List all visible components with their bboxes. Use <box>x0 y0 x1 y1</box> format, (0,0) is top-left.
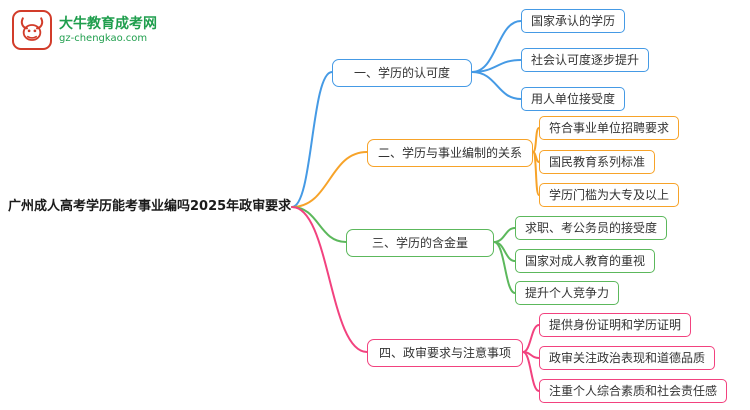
leaf-node-1-2: 社会认可度逐步提升 <box>521 48 650 72</box>
root-topic: 广州成人高考学历能考事业编吗2025年政审要求 <box>8 199 292 214</box>
branch-node-review: 四、政审要求与注意事项 <box>367 339 523 367</box>
logo-text: 大牛教育成考网 gz-chengkao.com <box>59 15 157 45</box>
connector-b3-leaf-3 <box>493 241 516 294</box>
leaf-node-3-2: 国家对成人教育的重视 <box>515 249 656 273</box>
connector-root-branch-2 <box>291 151 368 208</box>
leaf-node-2-2: 国民教育系列标准 <box>539 150 656 174</box>
logo: 大牛教育成考网 gz-chengkao.com <box>12 10 157 50</box>
leaf-node-4-2: 政审关注政治表现和道德品质 <box>539 346 716 370</box>
logo-title: 大牛教育成考网 <box>59 16 157 32</box>
branch-node-relation: 二、学历与事业编制的关系 <box>367 139 533 167</box>
connector-b1-leaf-2 <box>471 59 522 73</box>
connector-b4-leaf-3 <box>522 351 540 392</box>
connector-b4-leaf-1 <box>522 324 540 353</box>
connector-root-branch-1 <box>291 71 333 208</box>
logo-subtitle: gz-chengkao.com <box>59 33 148 44</box>
leaf-node-1-1: 国家承认的学历 <box>521 9 626 33</box>
connector-root-branch-3 <box>291 206 347 243</box>
leaf-node-3-3: 提升个人竞争力 <box>515 281 620 305</box>
branch-node-value: 三、学历的含金量 <box>346 229 494 257</box>
leaf-node-4-1: 提供身份证明和学历证明 <box>539 313 692 337</box>
leaf-node-2-3: 学历门槛为大专及以上 <box>539 183 680 207</box>
connector-b1-leaf-3 <box>471 71 522 100</box>
leaf-node-3-1: 求职、考公务员的接受度 <box>515 216 668 240</box>
leaf-node-2-1: 符合事业单位招聘要求 <box>539 116 680 140</box>
bull-icon <box>12 10 52 50</box>
connector-b4-leaf-2 <box>522 351 540 359</box>
connector-b3-leaf-1 <box>493 227 516 243</box>
leaf-node-4-3: 注重个人综合素质和社会责任感 <box>539 379 728 403</box>
branch-node-recognition: 一、学历的认可度 <box>332 59 472 87</box>
connector-b3-leaf-2 <box>493 241 516 262</box>
connector-b1-leaf-1 <box>471 20 522 73</box>
leaf-node-1-3: 用人单位接受度 <box>521 87 626 111</box>
